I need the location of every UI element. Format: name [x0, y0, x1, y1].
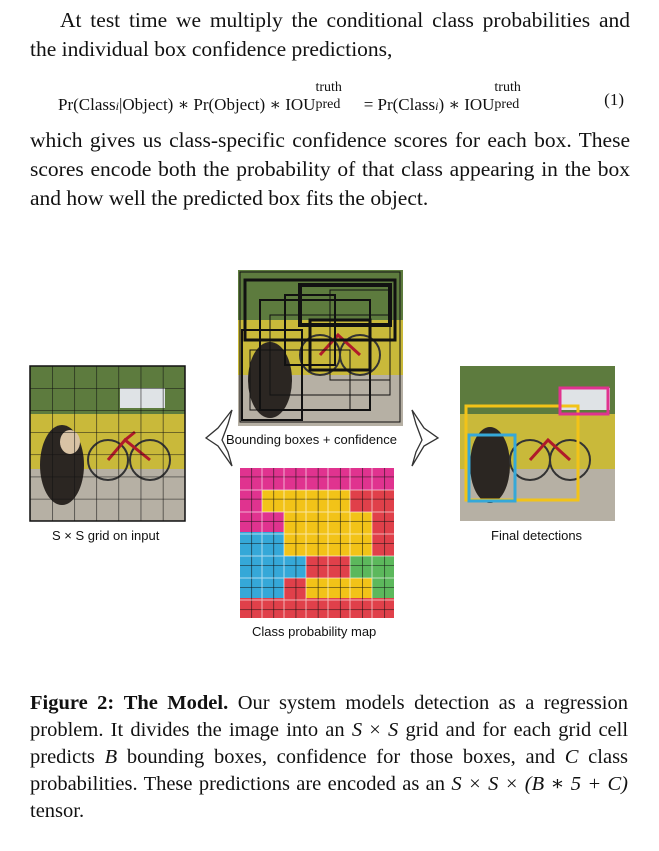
caption-title: The Model. [123, 692, 229, 714]
eq-sub-i: i [115, 99, 119, 113]
eq-sub-i-2: i [435, 99, 439, 113]
eq-sup-truth: truth [315, 80, 342, 95]
eq-term-iou-rhs: ) ∗ IOU [438, 95, 495, 114]
label-grid-input: S × S grid on input [52, 528, 160, 543]
label-bounding-boxes: Bounding boxes + confidence [226, 432, 397, 447]
eq-term-object: |Object) ∗ Pr(Object) ∗ IOU [118, 95, 316, 114]
label-final-detections: Final detections [491, 528, 583, 543]
caption-text-2: grid and for each grid cell predicts [30, 719, 629, 768]
input-image [29, 365, 186, 522]
eq-iou-script-2: truth pred [494, 80, 538, 112]
intro-text: At test time we multiply the conditional… [30, 8, 630, 61]
caption-S-1: S [351, 719, 363, 741]
caption-tensor-expr: S × S × (B ∗ 5 + C) [451, 773, 628, 795]
caption-times: × [369, 719, 381, 741]
eq-iou-script: truth pred [315, 80, 359, 112]
caption-S-2: S [388, 719, 399, 741]
caption-fig-label: Figure 2: [30, 692, 115, 714]
caption-text-3: bounding boxes, confidence for those box… [126, 746, 556, 768]
caption-text-5: tensor. [30, 800, 85, 822]
caption-text-4: class probabilities. These predictions a… [30, 746, 629, 795]
body-paragraph: which gives us class-specific confidence… [30, 126, 630, 213]
body-text: which gives us class-specific confidence… [30, 128, 630, 210]
model-diagram [29, 270, 615, 618]
figure-2: S × S grid on input Bounding boxes + con… [0, 260, 659, 650]
caption-text-1: Our system models detection as a regress… [30, 692, 629, 741]
eq-term-pr-class: Pr(Class [58, 95, 116, 114]
final-detections-image [460, 366, 615, 521]
eq-sub-pred-2: pred [494, 97, 520, 112]
figure-caption: Figure 2: The Model. Our system models d… [30, 690, 628, 825]
caption-C: C [564, 746, 579, 768]
eq-term-rhs: = Pr(Class [363, 95, 436, 114]
boxes-image [238, 270, 403, 426]
eq-sup-truth-2: truth [494, 80, 521, 95]
eq-sub-pred: pred [315, 97, 341, 112]
intro-paragraph: At test time we multiply the conditional… [30, 6, 630, 64]
caption-B: B [104, 746, 118, 768]
class-probability-map [240, 468, 394, 618]
arrows [204, 409, 440, 467]
equation-number: (1) [604, 90, 624, 109]
label-class-prob-map: Class probability map [252, 624, 377, 639]
